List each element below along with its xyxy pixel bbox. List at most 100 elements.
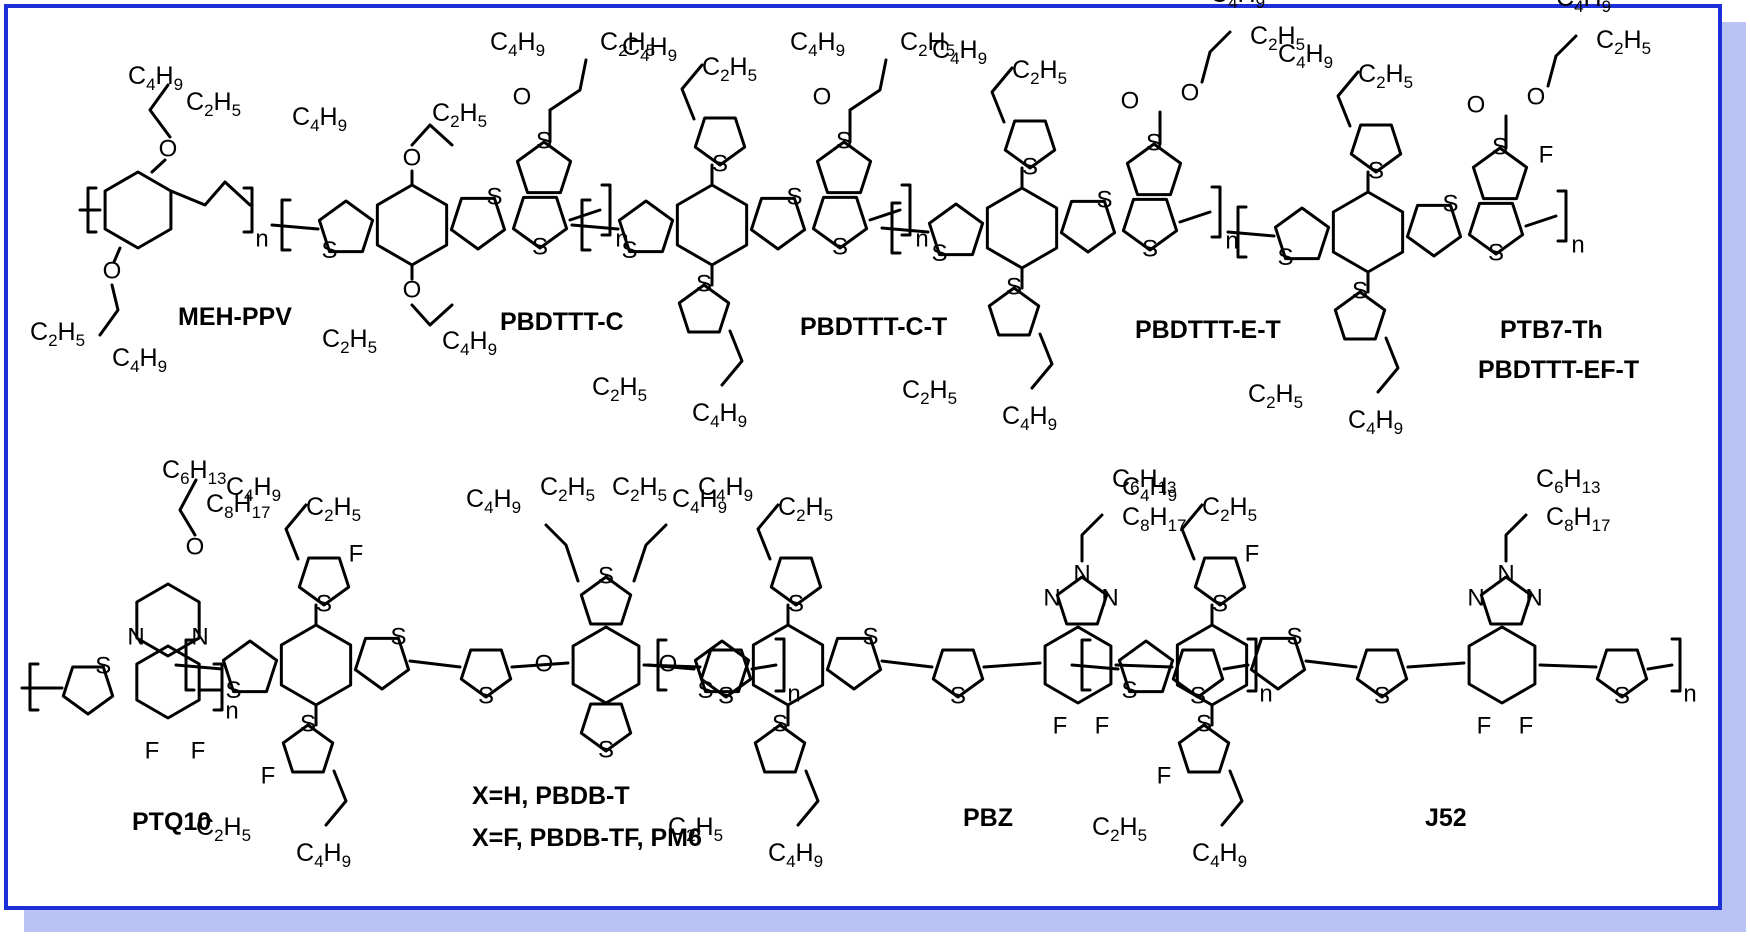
bond <box>1114 663 1174 669</box>
j52-nitrogen-left: N <box>1467 584 1484 611</box>
pbdb-t-fluorine-top: F <box>349 540 364 567</box>
meh-ppv-vinylene <box>169 180 252 207</box>
pbdttt-c-right-bracket <box>600 183 612 237</box>
pbdttt-c-t-c2h5-top: C2H5 <box>702 53 757 85</box>
label-pbz: PBZ <box>963 804 1013 832</box>
meh-ppv-oxygen-top: O <box>159 135 178 162</box>
sulfur-atom: S <box>1442 191 1458 218</box>
pbdb-t-bdd-core <box>571 625 641 705</box>
pbdttt-e-t-c2h5-bottom: C2H5 <box>902 376 957 408</box>
ptb7-th-backbone-left <box>1226 230 1276 238</box>
j52-c6h13: C6H13 <box>1536 465 1601 497</box>
ptq10-fluorine-right: F <box>191 737 206 764</box>
sulfur-atom: S <box>1374 682 1390 709</box>
pbdttt-c-oxygen-top: O <box>403 144 422 171</box>
pbdttt-c-t-bdt-left-thiophene <box>617 199 675 254</box>
pbdttt-e-t-bdt-left-thiophene <box>927 202 985 257</box>
pbdb-t-c4h9-left: C4H9 <box>466 485 521 517</box>
meh-ppv-repeat-n: n <box>255 225 268 252</box>
ptb7-th-carbonyl-oxygen: O <box>1467 91 1486 118</box>
pbdttt-c-c2h5-ketone: C2H5 <box>600 28 655 60</box>
j52-side-thiophene-bottom <box>1177 723 1231 774</box>
pbz-top-chain <box>756 503 780 561</box>
pbz-fluorine-right: F <box>1095 712 1110 739</box>
ptb7-th-c4h9-ester: C4H9 <box>1556 0 1611 16</box>
sulfur-atom: S <box>1006 273 1022 300</box>
pbz-c4h9-bottom: C4H9 <box>768 839 823 871</box>
sulfur-atom: S <box>932 240 948 267</box>
pbdttt-c-t-bdt-core <box>675 183 749 267</box>
pbdttt-c-t-top-chain <box>680 63 704 121</box>
pbdb-t-c2h5-bottom: C2H5 <box>196 813 251 845</box>
sulfur-atom: S <box>1278 244 1294 271</box>
meh-ppv-benzene <box>103 170 173 250</box>
label-pbdttt-c: PBDTTT-C <box>500 308 624 336</box>
pbdttt-c-top-chain <box>410 123 454 147</box>
pbdttt-c-t-c4h9-bottom: C4H9 <box>692 399 747 431</box>
meh-ppv-top-chain <box>148 83 172 139</box>
pbz-repeat-n: n <box>1259 680 1272 707</box>
pbdb-t-bdt-core <box>279 623 353 707</box>
pbz-backbone-left <box>646 663 696 671</box>
meh-ppv-left-bracket <box>86 186 98 234</box>
pbdttt-c-t-right-bracket <box>900 183 912 237</box>
ptq10-thiophene <box>61 665 115 716</box>
label-ptb7-th: PTB7-Th <box>1500 316 1603 344</box>
pbdttt-c-oxygen-bottom: O <box>403 276 422 303</box>
bond <box>1304 659 1358 669</box>
sulfur-atom: S <box>1614 682 1630 709</box>
label-ptq10: PTQ10 <box>132 808 211 836</box>
pbdttt-e-t-backbone-right <box>1178 210 1212 224</box>
pbdb-t-chain-left <box>544 523 580 583</box>
sulfur-atom: S <box>1096 187 1112 214</box>
j52-chain <box>1504 513 1528 563</box>
ptb7-th-bdt-right-thiophene <box>1405 203 1463 258</box>
pbdttt-c-t-c2h5-bottom: C2H5 <box>592 373 647 405</box>
pbz-c4h9-top: C4H9 <box>698 473 753 505</box>
pbdb-t-left-bracket <box>184 638 196 692</box>
pbz-bdt-right-thiophene <box>825 636 883 691</box>
pbdb-t-spacer-thiophene-2 <box>699 648 753 699</box>
pbdttt-c-t-left-bracket <box>580 198 592 252</box>
j52-btz-benzene <box>1467 625 1537 705</box>
pbz-c2h5-bottom: C2H5 <box>668 813 723 845</box>
sulfur-atom: S <box>598 562 614 589</box>
j52-repeat-n: n <box>1683 680 1696 707</box>
ptq10-nitrogen-left: N <box>127 623 144 650</box>
sulfur-atom: S <box>836 127 852 154</box>
pbz-spacer-thiophene-1 <box>931 648 985 699</box>
pbdttt-e-t-carbonyl-oxygen: O <box>1121 87 1140 114</box>
sulfur-atom: S <box>322 237 338 264</box>
pbz-nitrogen-top: N <box>1073 560 1090 587</box>
ptb7-th-repeat-n: n <box>1571 231 1584 258</box>
pbz-btz-triazole <box>1055 575 1109 626</box>
bond <box>750 663 778 671</box>
sulfur-atom: S <box>598 736 614 763</box>
pbz-right-bracket <box>1246 637 1258 693</box>
ptb7-th-c4h9-bottom: C4H9 <box>1348 406 1403 438</box>
sulfur-atom: S <box>718 682 734 709</box>
pbdttt-e-t-c2h5-ester: C2H5 <box>1250 22 1305 54</box>
label-pbdb-tf: X=F, PBDB-TF, PM6 <box>472 824 702 852</box>
sulfur-atom: S <box>316 590 332 617</box>
j52-c4h9-top: C4H9 <box>1122 473 1177 505</box>
pbdttt-c-t-ketone-oxygen: O <box>813 83 832 110</box>
pbdb-t-bdd-lower-thiophene <box>579 702 633 753</box>
label-pbdttt-e-t: PBDTTT-E-T <box>1135 316 1281 344</box>
pbdb-t-backbone-left <box>174 663 224 671</box>
bond <box>150 158 167 174</box>
sulfur-atom: S <box>862 624 878 651</box>
sulfur-atom: S <box>1146 129 1162 156</box>
ptq10-oxygen: O <box>186 533 205 560</box>
pbdttt-c-ketone-oxygen: O <box>513 83 532 110</box>
pbdttt-c-bdt-right-thiophene <box>449 196 507 251</box>
sulfur-atom: S <box>1286 624 1302 651</box>
bond <box>1406 661 1466 669</box>
j52-bdt-right-thiophene <box>1249 636 1307 691</box>
ptb7-th-bottom-chain <box>1376 336 1400 394</box>
pbdb-t-side-thiophene-top <box>297 556 351 607</box>
pbdttt-e-t-bdt-right-thiophene <box>1059 199 1117 254</box>
j52-fluorine-right: F <box>1519 712 1534 739</box>
j52-spacer-thiophene-1 <box>1355 648 1409 699</box>
